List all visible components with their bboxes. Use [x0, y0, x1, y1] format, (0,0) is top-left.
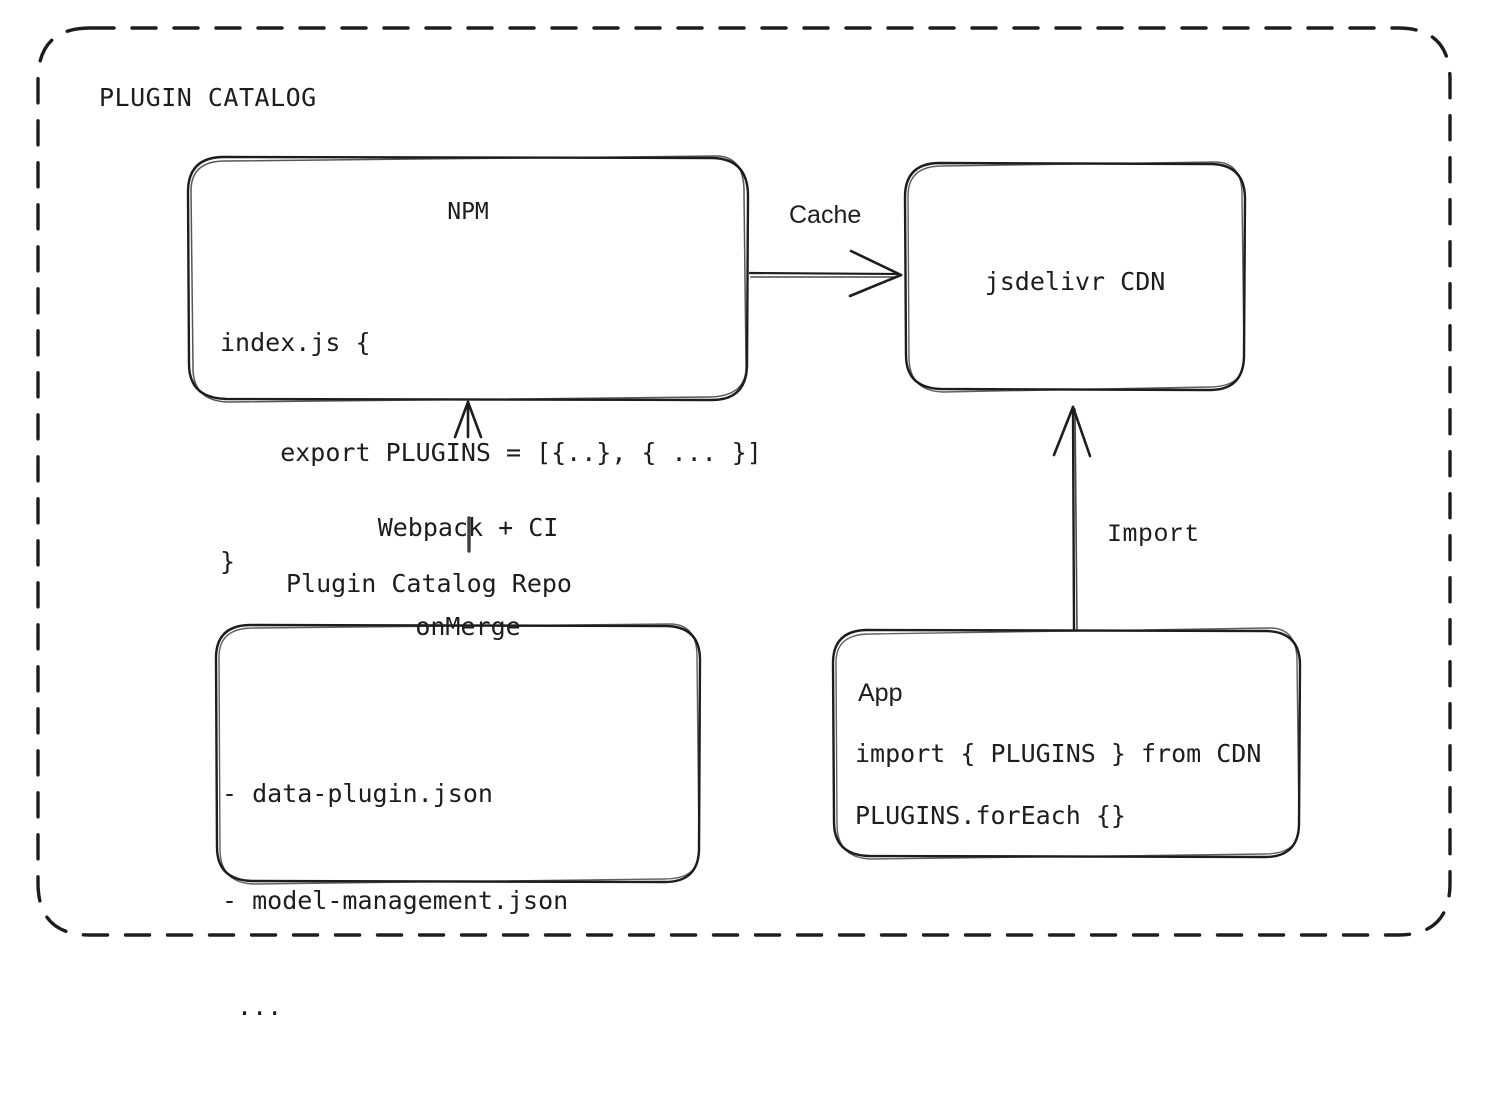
- app-code-line-1: import { PLUGINS } from CDN: [855, 739, 1262, 768]
- edge-label-cache: Cache: [789, 201, 862, 229]
- app-node-title: App: [858, 679, 903, 707]
- edge-label-import: Import: [1107, 520, 1201, 549]
- edge-label-build-line-1: Webpack + CI: [377, 513, 559, 542]
- repo-node-caption: Plugin Catalog Repo: [286, 569, 572, 598]
- group-title: PLUGIN CATALOG: [99, 83, 317, 112]
- npm-code-line-1: index.js {: [220, 328, 371, 357]
- repo-file-item: - data-plugin.json: [222, 779, 493, 808]
- npm-node-title: NPM: [447, 199, 489, 225]
- app-code-line-2: PLUGINS.forEach {}: [855, 801, 1126, 830]
- edge-label-build: Webpack + CI onMerge: [368, 445, 568, 709]
- edge-label-build-line-2: onMerge: [415, 612, 521, 641]
- repo-file-item: - model-management.json: [222, 885, 569, 915]
- npm-code-block: index.js { export PLUGINS = [{..}, { ...…: [220, 252, 762, 654]
- edge-npm-to-cdn: [748, 249, 903, 298]
- npm-code-line-3: }: [220, 547, 236, 576]
- repo-file-item: ...: [222, 992, 283, 1021]
- diagram-canvas: PLUGIN CATALOG NPM index.js { export PLU…: [36, 26, 1452, 1021]
- repo-file-list: - data-plugin.json - model-management.js…: [222, 705, 568, 1096]
- npm-code-line-2: export PLUGINS = [{..}, { ... }]: [220, 437, 762, 467]
- edge-app-to-cdn: [1052, 405, 1092, 632]
- cdn-node-title: jsdelivr CDN: [984, 267, 1166, 296]
